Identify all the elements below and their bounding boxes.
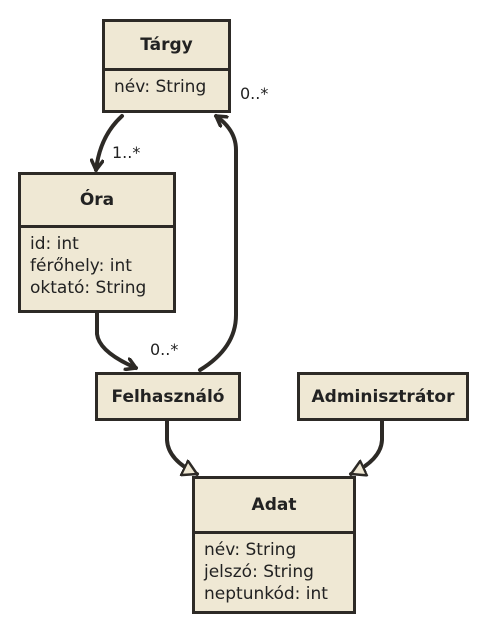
class-ora: Óra id: int férőhely: int oktató: String (18, 172, 176, 313)
assoc-targy-ora (96, 114, 124, 172)
generalization-felhasznalo-adat (165, 418, 199, 474)
class-ora-attr-2: férőhely: int (30, 256, 132, 276)
assoc-felhasznalo-targy (198, 114, 238, 372)
class-ora-attr-1: id: int (30, 234, 79, 254)
class-targy-attr-1: név: String (114, 77, 207, 97)
multiplicity-targy-felhasznalo: 0..* (240, 84, 269, 103)
generalization-adminisztrator-adat (349, 418, 384, 474)
multiplicity-targy-ora: 1..* (112, 143, 141, 162)
class-adminisztrator: Adminisztrátor (297, 372, 469, 421)
class-adat-attr-2: jelszó: String (204, 562, 314, 582)
class-ora-name: Óra (79, 190, 115, 210)
class-targy-attributes: név: String (105, 68, 228, 110)
class-felhasznalo: Felhasználó (95, 372, 241, 421)
class-adat-name: Adat (251, 495, 297, 515)
class-adminisztrator-name: Adminisztrátor (311, 386, 455, 407)
class-ora-attributes: id: int férőhely: int oktató: String (21, 225, 173, 310)
class-targy: Tárgy név: String (102, 19, 231, 113)
class-adat: Adat név: String jelszó: String neptunkó… (192, 476, 356, 614)
class-adat-attr-1: név: String (204, 540, 297, 560)
assoc-ora-felhasznalo (95, 311, 138, 368)
class-adat-attributes: név: String jelszó: String neptunkód: in… (195, 531, 353, 611)
class-ora-attr-3: oktató: String (30, 278, 147, 298)
multiplicity-ora-felhasznalo: 0..* (150, 340, 179, 359)
class-targy-name: Tárgy (140, 35, 193, 55)
class-felhasznalo-name: Felhasználó (111, 386, 225, 407)
class-adat-attr-3: neptunkód: int (204, 584, 328, 604)
